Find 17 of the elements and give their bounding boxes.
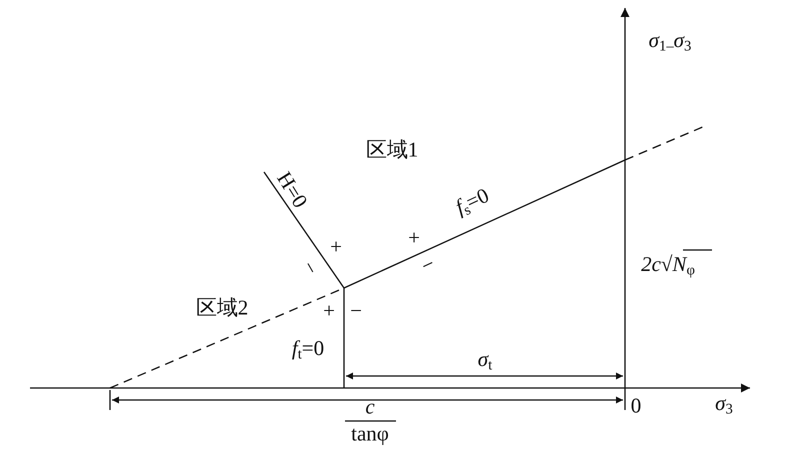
sign-label: + — [408, 228, 420, 248]
curve-label: f$_{s}$=0 — [452, 184, 494, 222]
region-label: 区域1 — [366, 140, 418, 160]
sign-label: + — [323, 300, 335, 322]
sign-label: − — [298, 258, 322, 278]
dimension-label: tanφ — [351, 424, 389, 444]
dimension-label: c — [365, 396, 375, 418]
axis-label: σ$_{3}$ — [715, 392, 733, 418]
axis-label: σ$_{1–}$σ$_{3}$ — [648, 30, 692, 54]
curve-label: f$_{t}$=0 — [292, 338, 324, 362]
dimension-label: σ$_{t}$ — [478, 348, 492, 374]
sign-label: − — [350, 300, 362, 322]
origin-label: 0 — [630, 396, 642, 416]
region-label: 区域2 — [196, 298, 248, 318]
sign-label: − — [418, 252, 438, 278]
sign-label: + — [330, 236, 342, 258]
value-label: 2c√N$_{φ}$ — [641, 254, 695, 278]
